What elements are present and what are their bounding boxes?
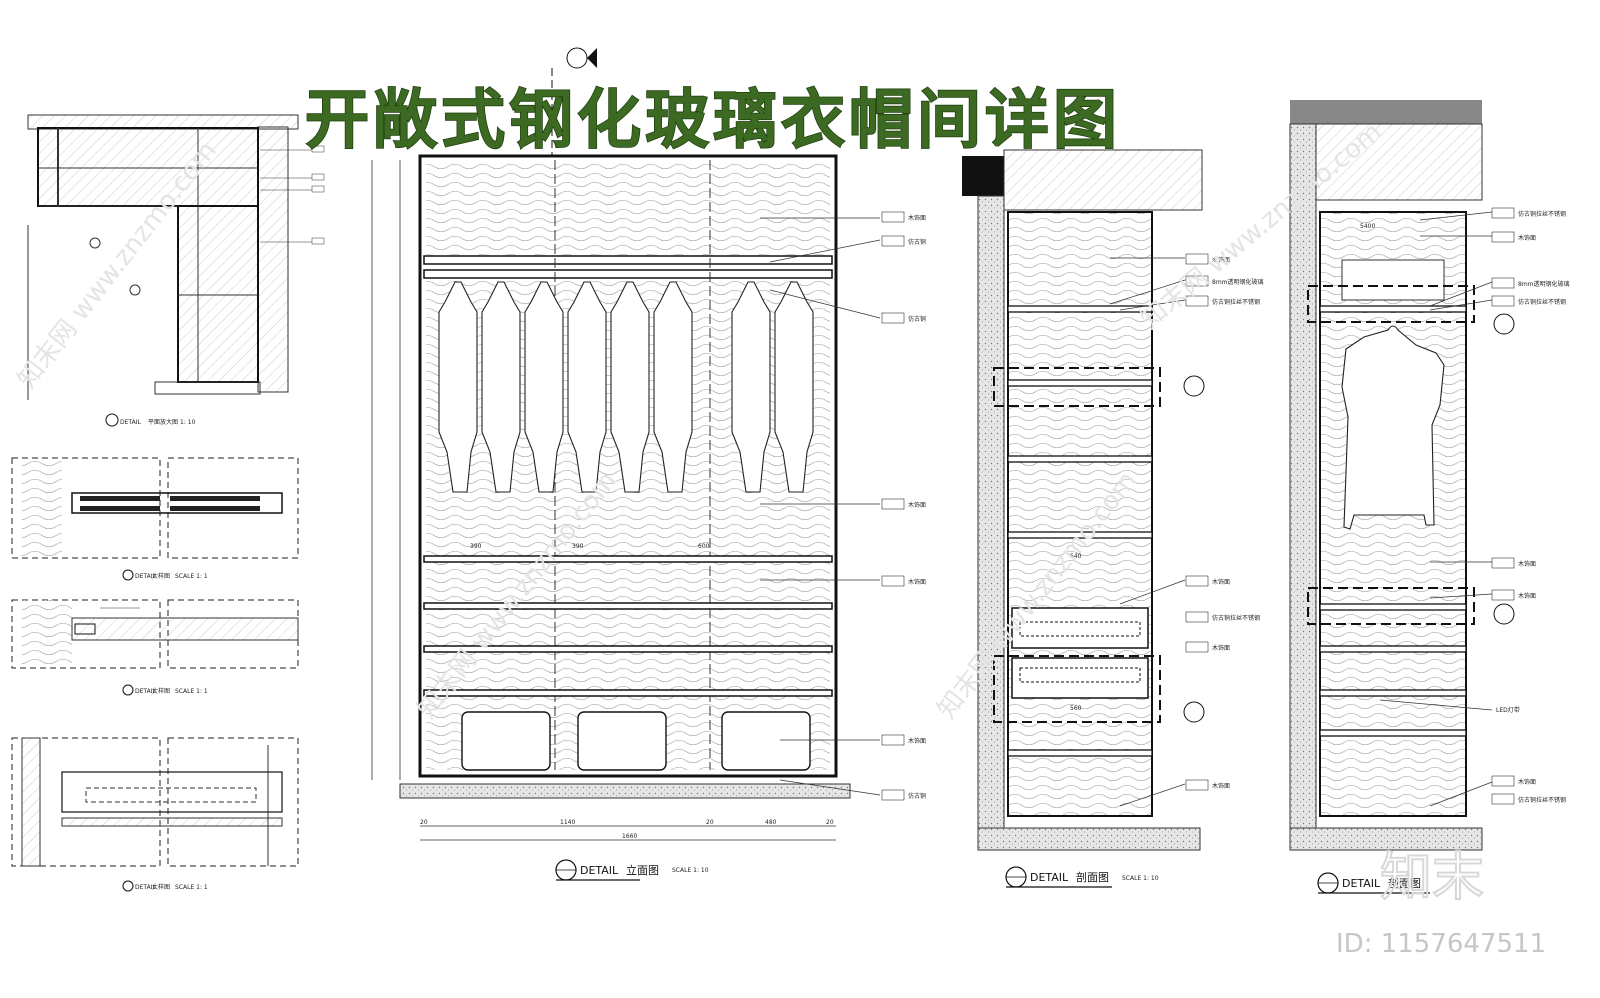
elev-inner-1: 390 bbox=[470, 543, 482, 550]
tag-elev-copper-2: 仿古铜 bbox=[908, 315, 926, 323]
elevation-caption-scale: SCALE 1: 10 bbox=[672, 867, 709, 874]
drawing-title: 开敞式钢化玻璃衣帽间详图 bbox=[305, 84, 1121, 158]
section2-leaders bbox=[1379, 211, 1493, 807]
tag-sec1-wood-4: 木饰面 bbox=[1212, 782, 1230, 790]
drawers bbox=[461, 711, 811, 771]
large3-name: 大样图 bbox=[152, 883, 170, 891]
tag-sec1-glass: 8mm透明钢化玻璃 bbox=[1212, 278, 1264, 286]
elevation-view: 20 1140 20 480 20 1660 390 390 600 DETAI… bbox=[371, 154, 881, 881]
section2-caption-tag: DETAIL bbox=[1342, 877, 1381, 890]
plan-caption-scale: 1: 10 bbox=[180, 419, 196, 426]
coat-drawing bbox=[1341, 325, 1445, 530]
section1-caption: DETAIL 剖面图 SCALE 1: 10 bbox=[1005, 866, 1159, 888]
elev-dim-1: 1140 bbox=[560, 819, 575, 826]
large2-name: 大样图 bbox=[152, 687, 170, 695]
tag-elev-wood-1: 木饰面 bbox=[908, 214, 926, 222]
large3-tag: DETAIL bbox=[135, 884, 156, 891]
large3-scale: SCALE 1: 1 bbox=[175, 884, 208, 891]
elevation-caption-name: 立面图 bbox=[626, 863, 659, 877]
tag-sec2-wood-3: 木饰面 bbox=[1518, 592, 1536, 600]
plan-caption-name: 平面放大图 bbox=[148, 418, 178, 426]
plan-view: DETAIL 平面放大图 1: 10 bbox=[27, 114, 325, 427]
tag-sec1-wood-1: 木饰面 bbox=[1212, 256, 1230, 264]
plan-caption-tag: DETAIL bbox=[120, 419, 141, 426]
section-view-2: 5400 DETAIL 剖面图 bbox=[1289, 100, 1515, 894]
section1-dim-width: 540 bbox=[1070, 553, 1082, 560]
tag-sec1-wood-2: 木饰面 bbox=[1212, 578, 1230, 586]
tag-sec2-wood-1: 木饰面 bbox=[1518, 234, 1536, 242]
elev-dim-4: 20 bbox=[826, 819, 834, 826]
tag-sec2-wood-4: 木饰面 bbox=[1518, 778, 1536, 786]
section1-dim-drawer: 560 bbox=[1070, 705, 1082, 712]
elevation-caption-tag: DETAIL bbox=[580, 864, 619, 877]
image-id: ID: 1157647511 bbox=[1336, 929, 1546, 959]
section-view-1: 540 560 DETAIL 剖面图 SCALE 1: 10 bbox=[962, 149, 1205, 888]
elev-dim-0: 20 bbox=[420, 819, 428, 826]
tag-elev-copper-3: 仿古铜 bbox=[908, 792, 926, 800]
large1-name: 大样图 bbox=[152, 572, 170, 580]
material-tags: 木饰面 仿古铜 仿古铜 木饰面 木饰面 木饰面 仿古铜 木饰面 8mm透明钢化玻… bbox=[881, 207, 1570, 805]
tag-sec2-wood-2: 木饰面 bbox=[1518, 560, 1536, 568]
tag-sec1-steel-1: 仿古铜拉丝不锈钢 bbox=[1212, 298, 1260, 306]
section1-leaders bbox=[1109, 257, 1186, 807]
section1-caption-name: 剖面图 bbox=[1076, 870, 1109, 884]
section1-caption-tag: DETAIL bbox=[1030, 871, 1069, 884]
large2-tag: DETAIL bbox=[135, 688, 156, 695]
large-detail-3: DETAIL 大样图 SCALE 1: 1 bbox=[11, 737, 299, 892]
elev-dim-3: 480 bbox=[765, 819, 777, 826]
section1-caption-scale: SCALE 1: 10 bbox=[1122, 875, 1159, 882]
brand-logo: 知末 bbox=[1380, 848, 1484, 908]
section2-caption-name: 剖面图 bbox=[1388, 876, 1421, 890]
tag-sec1-wood-3: 木饰面 bbox=[1212, 644, 1230, 652]
elev-dim-2: 20 bbox=[706, 819, 714, 826]
section1-shelves bbox=[1007, 305, 1153, 757]
elevation-leaders bbox=[760, 217, 881, 796]
large2-scale: SCALE 1: 1 bbox=[175, 688, 208, 695]
plan-leaders bbox=[260, 149, 312, 243]
large1-tag: DETAIL bbox=[135, 573, 156, 580]
tag-sec2-steel-2: 仿古铜拉丝不锈钢 bbox=[1518, 298, 1566, 306]
tag-sec1-steel-2: 仿古铜拉丝不锈钢 bbox=[1212, 614, 1260, 622]
section2-dim-width: 5400 bbox=[1360, 223, 1375, 230]
section2-shelves bbox=[1319, 305, 1467, 737]
tag-elev-wood-2: 木饰面 bbox=[908, 501, 926, 509]
elevation-caption: DETAIL 立面图 SCALE 1: 10 bbox=[555, 859, 709, 881]
tag-elev-wood-3: 木饰面 bbox=[908, 578, 926, 586]
section-marker-top bbox=[551, 47, 597, 156]
elev-inner-5: 600 bbox=[698, 543, 710, 550]
large-detail-2: DETAIL 大样图 SCALE 1: 1 bbox=[11, 599, 299, 696]
tag-sec2-steel-3: 仿古铜拉丝不锈钢 bbox=[1518, 796, 1566, 804]
tag-sec2-steel-1: 仿古铜拉丝不锈钢 bbox=[1518, 210, 1566, 218]
tag-elev-wood-4: 木饰面 bbox=[908, 737, 926, 745]
tag-elev-copper-1: 仿古铜 bbox=[908, 238, 926, 246]
garments bbox=[438, 281, 814, 493]
elevation-bottom-dims: 20 1140 20 480 20 1660 390 390 600 bbox=[420, 543, 836, 841]
elev-inner-3: 390 bbox=[572, 543, 584, 550]
tag-sec2-glass: 8mm透明钢化玻璃 bbox=[1518, 280, 1570, 288]
tag-sec2-led: LED灯带 bbox=[1496, 706, 1520, 714]
elevation-shelves bbox=[423, 555, 833, 697]
elev-dim-total: 1660 bbox=[622, 833, 637, 840]
large1-scale: SCALE 1: 1 bbox=[175, 573, 208, 580]
section2-caption: DETAIL 剖面图 bbox=[1317, 872, 1430, 894]
large-detail-1: DETAIL 大样图 SCALE 1: 1 bbox=[11, 457, 299, 581]
plan-caption: DETAIL 平面放大图 1: 10 bbox=[105, 413, 196, 427]
